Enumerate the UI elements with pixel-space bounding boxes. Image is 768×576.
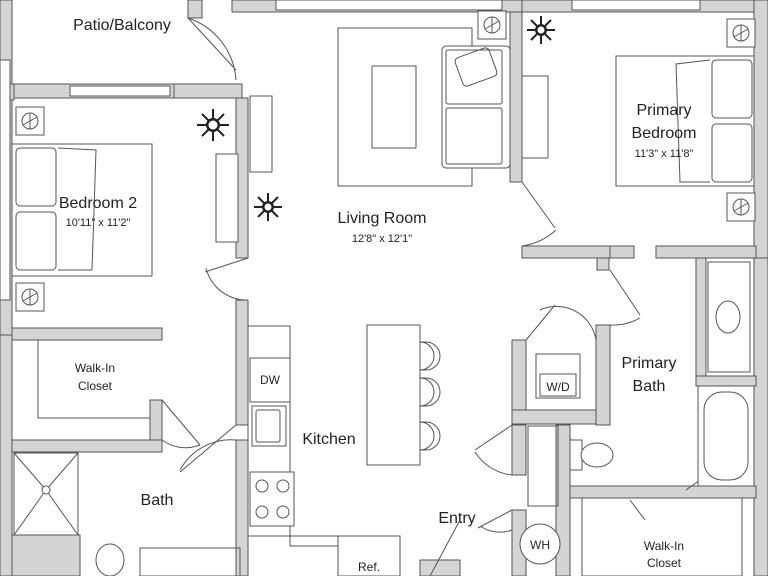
water-heater [519,523,561,565]
washer-dryer-label: W/D [546,380,570,394]
living-room-label: Living Room [338,210,427,227]
primary-bed-icon [615,55,755,187]
tub-icon [697,385,755,487]
living-room-dims: 12'8" x 12'1" [352,233,412,245]
patio-label: Patio/Balcony [73,17,171,34]
refrigerator-label: Ref. [358,560,380,574]
primary-bedroom-label-line2: Bedroom [632,125,697,142]
kitchen-counters [247,325,339,547]
closet-shelves [37,340,150,419]
washer-dryer [535,353,581,399]
walkin-right-label-line2: Closet [647,556,682,570]
sink-icon [251,405,287,447]
dishwasher-label: DW [260,373,281,387]
water-heater-label: WH [530,538,550,552]
walkin-left-label-line2: Closet [78,379,113,393]
island [366,324,421,466]
plant-icon [197,16,555,221]
kitchen-label: Kitchen [302,431,355,448]
refrigerator [337,535,401,576]
stool-icon [419,341,441,451]
bedroom2-label: Bedroom 2 [59,195,137,212]
bath-toilet-icon [95,543,241,576]
doors [161,17,701,576]
entry-label: Entry [438,510,475,527]
primary-bath-label-line2: Bath [633,378,666,395]
primary-bedroom-dims: 11'3" x 11'8" [635,148,694,160]
shower-icon [13,452,79,536]
linen-shelves [527,425,743,576]
sofa-icon [441,45,511,169]
walkin-left-label-line1: Walk-In [75,361,115,375]
bedroom2-dims: 10'11" x 11'2" [66,217,131,229]
bath-label: Bath [141,492,174,509]
primary-bedroom-label-line1: Primary [636,102,691,119]
tv-console [215,75,549,243]
primary-bath-label-line1: Primary [621,355,676,372]
toilet-icon [569,439,614,471]
stove-icon [249,471,295,527]
lamp-icon [15,10,756,312]
bed-icon [11,143,153,277]
windows [0,0,701,301]
walkin-right-label-line1: Walk-In [644,539,684,553]
vanity-sink-icon [707,261,751,373]
